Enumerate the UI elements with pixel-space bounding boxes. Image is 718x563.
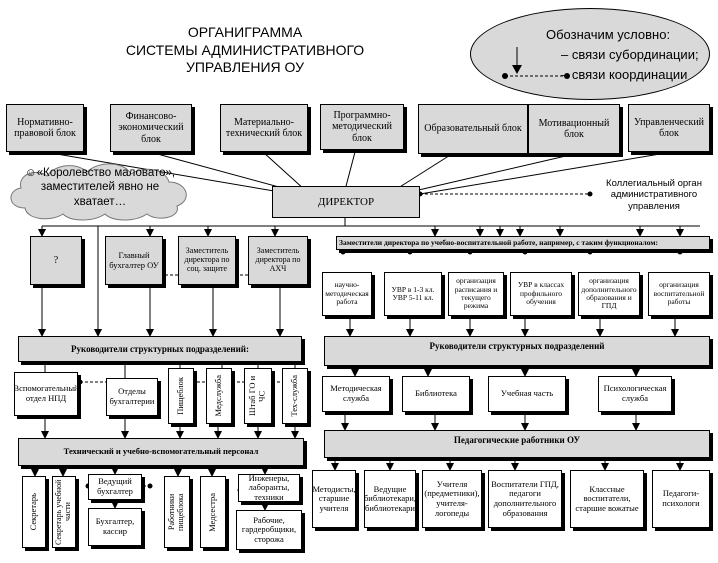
chief-accountant: Главный бухгалтер ОУ	[105, 236, 163, 285]
staff-canteen-workers: Работники пищеблока	[164, 476, 190, 548]
title-line-2: СИСТЕМЫ АДМИНИСТРАТИВНОГО	[125, 41, 365, 58]
subordination-arrow-icon	[512, 47, 522, 74]
deputy-ahch: Заместитель директора по АХЧ	[248, 236, 308, 285]
staff-secretary-label: Секретарь	[28, 493, 39, 531]
deputy-uvr-bar: Заместители директора по учебно-воспитат…	[336, 236, 710, 250]
unit-tech-service: Тех-служба	[282, 368, 308, 424]
title-line-1: ОРГАНИГРАММА	[187, 24, 303, 40]
unit-canteen: Пищеблок	[168, 368, 194, 424]
pedagogue-class-tutors: Классные воспитатели, старшие вожатые	[570, 470, 644, 528]
unit-civil-defense: Штаб ГО и ЧС	[244, 368, 272, 424]
function-upbringing: организация воспитательной работы	[648, 272, 710, 316]
pedagogue-teachers: Учителя (предметники), учителя-логопеды	[422, 470, 482, 528]
diagram-title: ОРГАНИГРАММА СИСТЕМЫ АДМИНИСТРАТИВНОГО У…	[95, 24, 395, 77]
staff-secretary: Секретарь	[22, 476, 46, 548]
staff-canteen-workers-label: Работники пищеблока	[167, 493, 185, 531]
staff-lead-accountant: Ведущий бухгалтер	[88, 474, 142, 500]
block-managerial: Управленческий блок	[628, 104, 710, 152]
function-methodical: научно-методическая работа	[322, 272, 372, 316]
legend: Обозначим условно: – связи субординации;…	[470, 8, 710, 100]
function-profile-classes: УВР в классах профильного обучения	[510, 272, 572, 316]
unit-tech-service-label: Тех-служба	[289, 375, 300, 417]
staff-bar-right: Педагогические работники ОУ	[324, 430, 710, 458]
staff-med-nurse-label: Медсестра	[207, 492, 218, 532]
unit-psychology: Психологическая служба	[598, 376, 672, 412]
pedagogue-methodists: Методисты, старшие учителя	[312, 470, 356, 528]
staff-accountant: Бухгалтер, кассир	[88, 508, 142, 546]
deputy-unknown: ?	[30, 236, 82, 285]
staff-secretary-uch-label: Секретарь учебной части	[54, 479, 72, 545]
deputy-social: Заместитель директора по соц. защите	[178, 236, 236, 285]
block-educational: Образовательный блок	[418, 104, 528, 154]
function-additional-education: организация дополнительного образования …	[578, 272, 640, 316]
unit-methodical-service: Методическая служба	[322, 376, 390, 412]
unit-civil-defense-label: Штаб ГО и ЧС	[247, 375, 267, 417]
legend-subordination: – связи субординации;	[561, 47, 699, 62]
director: ДИРЕКТОР	[272, 186, 420, 218]
cloud-note: ☺«Королевство маловато», заместителей яв…	[24, 167, 176, 208]
block-program-methodical: Программно-методический блок	[320, 104, 404, 150]
unit-academic-office: Учебная часть	[488, 376, 566, 412]
staff-secretary-uch: Секретарь учебной части	[52, 476, 76, 548]
pedagogue-gpd-educators: Воспитатели ГПД, педагоги дополнительног…	[488, 470, 562, 528]
pedagogue-psychologists: Педагоги-психологи	[652, 470, 710, 528]
legend-heading: Обозначим условно:	[546, 27, 671, 42]
heads-bar-left: Руководители структурных подразделений:	[18, 336, 302, 362]
function-schedule: организация расписания и текущего режима	[448, 272, 504, 316]
block-material: Материально-технический блок	[220, 104, 308, 152]
unit-canteen-label: Пищеблок	[175, 377, 186, 415]
unit-medical: Медслужба	[206, 368, 232, 424]
unit-accounting: Отделы бухгалтерии	[106, 378, 158, 416]
pedagogue-librarians: Ведущие библиотекари, библиотекари	[364, 470, 416, 528]
block-financial: Финансово-экономический блок	[110, 104, 192, 152]
heads-bar-right: Руководители структурных подразделений	[324, 336, 710, 366]
block-normative-legal: Нормативно-правовой блок	[6, 104, 84, 152]
block-motivational: Мотивационный блок	[528, 104, 620, 154]
unit-medical-label: Медслужба	[213, 375, 224, 417]
legend-coordination: – связи координации	[561, 67, 688, 82]
staff-workers: Рабочие, гардеробщики, сторожа	[236, 510, 302, 550]
coordination-line-icon	[502, 73, 570, 79]
collegial-body: Коллегиальный орган административного уп…	[606, 178, 702, 212]
unit-library: Библиотека	[402, 376, 470, 412]
unit-auxiliary-npd: Вспомогательный отдел НПД	[14, 372, 78, 416]
staff-med-nurse: Медсестра	[200, 476, 226, 548]
cloud-shape	[10, 163, 187, 221]
function-uvr-grades: УВР в 1-3 кл. УВР 5-11 кл.	[384, 272, 442, 316]
title-line-3: УПРАВЛЕНИЯ ОУ	[185, 59, 305, 75]
staff-engineers: Инженеры, лаборанты, техники	[238, 474, 300, 502]
staff-bar-left: Технический и учебно-вспомогательный пер…	[18, 438, 304, 466]
